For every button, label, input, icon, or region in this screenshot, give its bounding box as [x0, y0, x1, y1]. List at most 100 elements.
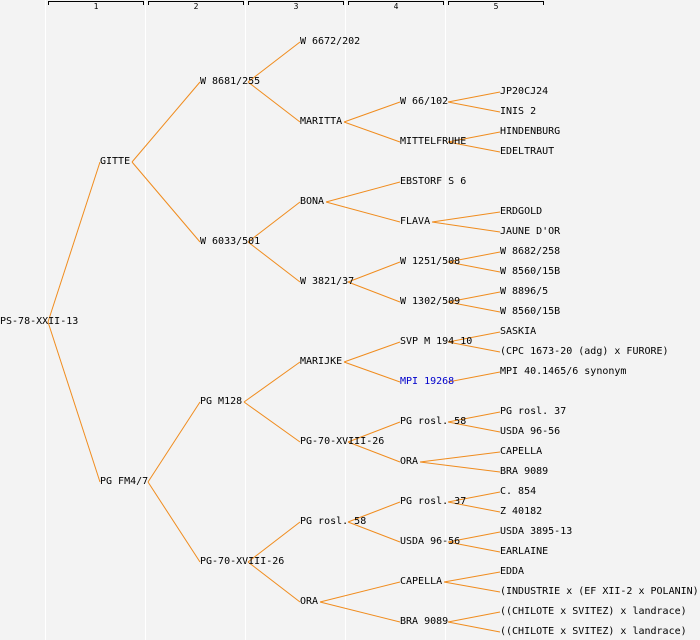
pedigree-link [343, 121, 401, 143]
pedigree-node-gen5-mpi-40-1465-6-synonym: MPI 40.1465/6 synonym [500, 366, 627, 377]
pedigree-node-gen5-edeltraut: EDELTRAUT [500, 146, 555, 157]
pedigree-link [447, 501, 501, 513]
pedigree-node-gen3-ora: ORA [300, 596, 319, 607]
pedigree-node-gen5-pg-rosl-37: PG rosl. 37 [500, 406, 567, 417]
pedigree-link [247, 561, 301, 603]
pedigree-link [347, 441, 401, 463]
generation-label-4: 4 [393, 2, 399, 11]
pedigree-node-gen5-usda-3895-13: USDA 3895-13 [500, 526, 573, 537]
pedigree-link [247, 241, 301, 283]
pedigree-link [447, 491, 501, 503]
pedigree-link [447, 261, 501, 273]
pedigree-node-gen2-pg-m128: PG M128 [200, 396, 243, 407]
pedigree-node-gen5-cpc-1673-20-adg-x-furore: (CPC 1673-20 (adg) x FURORE) [500, 346, 669, 357]
generation-label-1: 1 [93, 2, 99, 11]
pedigree-link [247, 41, 301, 83]
pedigree-node-gen2-pg-70-xviii-26: PG-70-XVIII-26 [200, 556, 285, 567]
pedigree-node-gen5-jaune-d-or: JAUNE D'OR [500, 226, 561, 237]
pedigree-node-gen5-capella: CAPELLA [500, 446, 543, 457]
pedigree-node-gen4-pg-rosl-37: PG rosl. 37 [400, 496, 467, 507]
pedigree-node-gen5-hindenburg: HINDENBURG [500, 126, 561, 137]
pedigree-link [447, 541, 501, 553]
pedigree-node-gen3-pg-70-xviii-26: PG-70-XVIII-26 [300, 436, 385, 447]
pedigree-node-gen5-c-854: C. 854 [500, 486, 537, 497]
pedigree-link [347, 261, 401, 283]
pedigree-node-gen5-w-8560-15b: W 8560/15B [500, 266, 561, 277]
pedigree-link [343, 341, 401, 363]
pedigree-link [325, 201, 401, 223]
pedigree-link [243, 361, 301, 403]
pedigree-node-gen2-w-8681-255: W 8681/255 [200, 76, 261, 87]
generation-bracket-5 [448, 1, 544, 5]
pedigree-link [447, 371, 501, 383]
pedigree-node-gen5-chilote-x-svitez-x-landrace: ((CHILOTE x SVITEZ) x landrace) [500, 606, 687, 617]
pedigree-link [431, 221, 501, 233]
generation-bracket-4 [348, 1, 444, 5]
pedigree-node-gen2-w-6033-501: W 6033/501 [200, 236, 261, 247]
pedigree-node-gen3-marijke: MARIJKE [300, 356, 343, 367]
pedigree-link [131, 81, 201, 163]
pedigree-node-gen3-pg-rosl-58: PG rosl. 58 [300, 516, 367, 527]
pedigree-link [419, 451, 501, 463]
pedigree-node-gen5-z-40182: Z 40182 [500, 506, 543, 517]
pedigree-link [447, 101, 501, 113]
pedigree-node-gen0-ps-78-xxii-13: PS-78-XXII-13 [0, 316, 79, 327]
pedigree-link [447, 251, 501, 263]
column-separator [445, 0, 446, 640]
pedigree-link [443, 571, 501, 583]
column-separator [145, 0, 146, 640]
pedigree-link [247, 201, 301, 243]
pedigree-node-gen4-w-1302-509: W 1302/509 [400, 296, 461, 307]
pedigree-node-gen3-w-6672-202: W 6672/202 [300, 36, 361, 47]
pedigree-link [447, 611, 501, 623]
pedigree-link [243, 401, 301, 443]
pedigree-node-gen5-usda-96-56: USDA 96-56 [500, 426, 561, 437]
pedigree-node-gen1-pg-fm4-7: PG FM4/7 [100, 476, 149, 487]
pedigree-link [347, 421, 401, 443]
pedigree-node-gen5-earlaine: EARLAINE [500, 546, 549, 557]
pedigree-link [447, 331, 501, 343]
pedigree-node-gen5-w-8896-5: W 8896/5 [500, 286, 549, 297]
pedigree-link [47, 321, 101, 483]
pedigree-link [343, 361, 401, 383]
pedigree-link [147, 401, 201, 483]
pedigree-link [447, 131, 501, 143]
pedigree-link [347, 501, 401, 523]
pedigree-node-gen4-pg-rosl-58: PG rosl. 58 [400, 416, 467, 427]
pedigree-node-gen5-chilote-x-svitez-x-landrace: ((CHILOTE x SVITEZ) x landrace) [500, 626, 687, 637]
pedigree-node-gen5-saskia: SASKIA [500, 326, 537, 337]
pedigree-link [443, 581, 501, 593]
pedigree-link [447, 531, 501, 543]
pedigree-node-gen4-w-66-102: W 66/102 [400, 96, 449, 107]
generation-label-3: 3 [293, 2, 299, 11]
pedigree-link [247, 81, 301, 123]
generation-bracket-1 [48, 1, 144, 5]
pedigree-node-gen4-ebstorf-s-6: EBSTORF S 6 [400, 176, 467, 187]
pedigree-node-gen4-w-1251-508: W 1251/508 [400, 256, 461, 267]
pedigree-node-gen3-w-3821-37: W 3821/37 [300, 276, 355, 287]
pedigree-node-gen5-erdgold: ERDGOLD [500, 206, 543, 217]
pedigree-link [447, 301, 501, 313]
column-separator [245, 0, 246, 640]
pedigree-node-gen4-usda-96-56: USDA 96-56 [400, 536, 461, 547]
pedigree-link [447, 421, 501, 433]
pedigree-node-gen5-jp20cj24: JP20CJ24 [500, 86, 549, 97]
generation-label-2: 2 [193, 2, 199, 11]
pedigree-link [431, 211, 501, 223]
pedigree-node-gen4-mpi-19268[interactable]: MPI 19268 [400, 376, 455, 387]
pedigree-node-gen3-bona: BONA [300, 196, 325, 207]
pedigree-link [325, 181, 401, 203]
pedigree-node-gen4-svp-m-194-10: SVP M 194 10 [400, 336, 473, 347]
pedigree-link [447, 291, 501, 303]
pedigree-node-gen1-gitte: GITTE [100, 156, 131, 167]
pedigree-link [419, 461, 501, 473]
pedigree-link [319, 601, 401, 623]
pedigree-link [447, 341, 501, 353]
pedigree-node-gen4-ora: ORA [400, 456, 419, 467]
pedigree-node-gen5-edda: EDDA [500, 566, 525, 577]
pedigree-node-gen5-industrie-x-ef-xii-2-x-polanin: (INDUSTRIE x (EF XII-2 x POLANIN)) [500, 586, 700, 597]
pedigree-node-gen5-bra-9089: BRA 9089 [500, 466, 549, 477]
pedigree-link [347, 521, 401, 543]
pedigree-node-gen4-mittelfruhe: MITTELFRUHE [400, 136, 467, 147]
